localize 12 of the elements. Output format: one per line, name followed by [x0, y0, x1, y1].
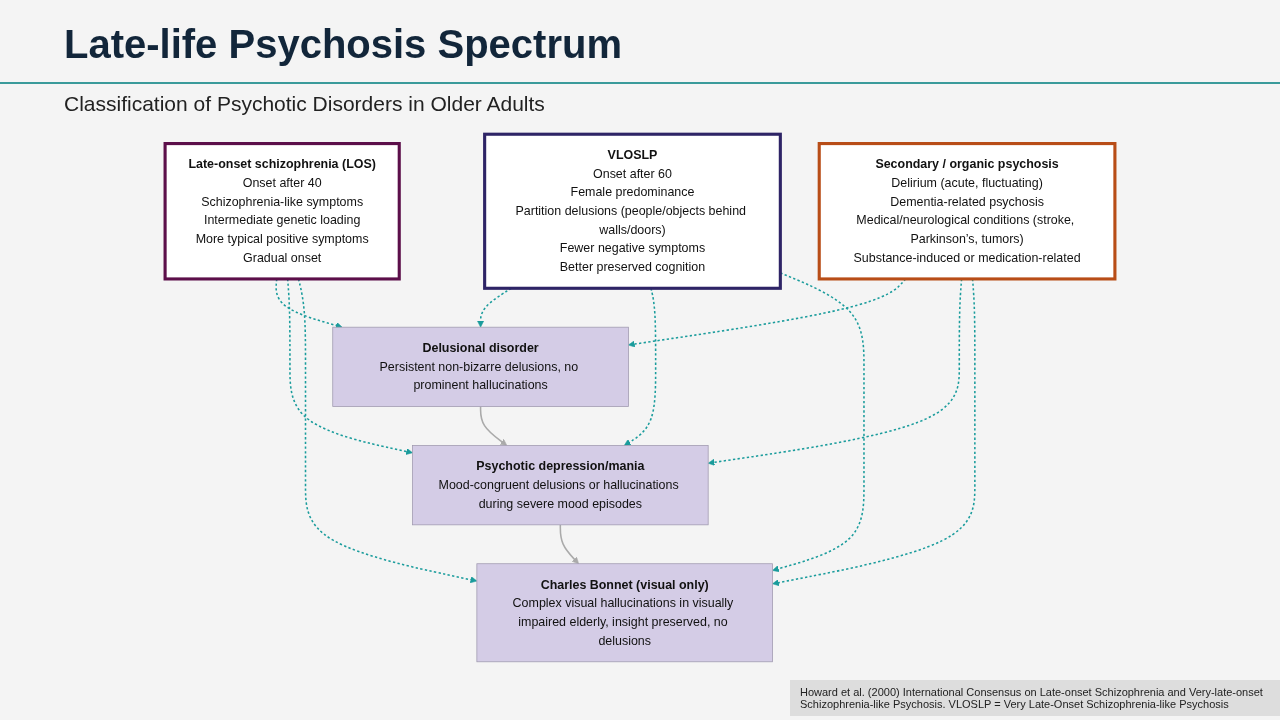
arrow — [479, 405, 508, 446]
node-box: Psychotic depression/mania Mood-congruent delusions or hallucinations during severe mood episodes — [412, 445, 709, 526]
node-box: VLOSLP Onset after 60 Female predominance Partition delusions (people/objects behind walls/doors) Fewer negative symptoms Better preserved cognition — [483, 132, 782, 290]
arrow — [772, 272, 865, 573]
subtitle: Classification of Psychotic Disorders in Older Adults — [64, 92, 545, 116]
node-box: Secondary / organic psychosis Delirium (acute, fluctuating) Dementia-related psychosis Medical/neurological conditions (stroke, Parkinson’s, tumors) Substance-induced or medication-related — [817, 142, 1117, 281]
arrow — [559, 524, 579, 565]
node-box: Delusional disorder Persistent non-bizarre delusions, no prominent hallucinations — [332, 326, 629, 407]
node-box: Charles Bonnet (visual only) Complex visual hallucinations in visually impaired elderly, insight preserved, no delusions — [476, 563, 773, 663]
node-box: Late-onset schizophrenia (LOS) Onset after 40 Schizophrenia-like symptoms Intermediate genetic loading More typical positive symptoms Gradual onset — [163, 142, 401, 281]
title: Late-life Psychosis Spectrum — [64, 22, 622, 67]
source-note: Howard et al. (2000) International Consensus on Late-onset Schizophrenia and Very-late-onset Schizophrenia-like Psychosis. VLOSLP = Very Late-Onset Schizophrenia-like Psychosis — [790, 680, 1280, 716]
